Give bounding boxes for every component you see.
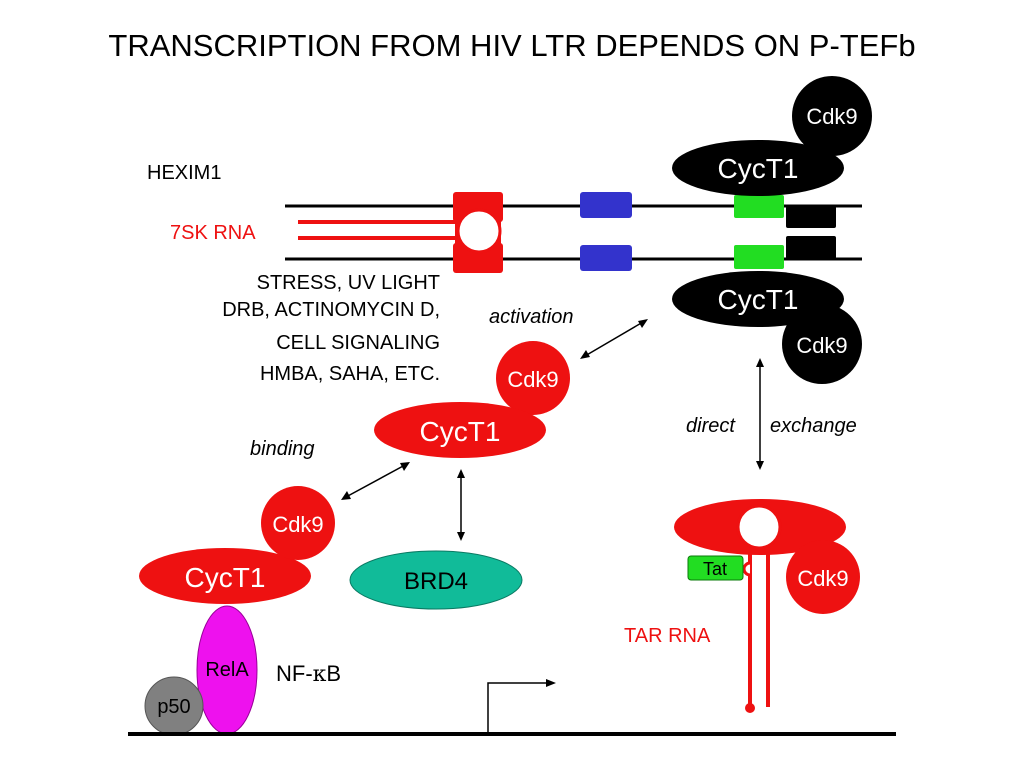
binding-arrow-head-start bbox=[341, 491, 351, 500]
rna7sk-loop bbox=[456, 208, 502, 254]
tss-arrow-shaft bbox=[487, 682, 550, 734]
brd4-arrow-head-top bbox=[457, 469, 465, 478]
cdk9-red-nfkb bbox=[261, 486, 335, 560]
cyct1-red-free bbox=[374, 402, 546, 458]
rela-label: RelA bbox=[205, 659, 249, 681]
tat-label: Tat bbox=[703, 559, 727, 579]
hexim1-green-block-bottom bbox=[734, 245, 784, 269]
cdk9-red-tar-label: Cdk9 bbox=[797, 566, 848, 591]
exchange-arrow-head-bottom bbox=[756, 461, 764, 470]
brd4-arrow-head-bottom bbox=[457, 532, 465, 541]
tar-rna-bulge bbox=[742, 561, 751, 577]
stress-line-1: STRESS, UV LIGHT bbox=[257, 272, 440, 294]
nfkb-label: NF-κB bbox=[276, 661, 341, 687]
rna7sk-label: 7SK RNA bbox=[170, 222, 256, 244]
cyct1-black-bottom bbox=[672, 271, 844, 327]
hexim1-label: HEXIM1 bbox=[147, 162, 221, 184]
cyct1-black-bottom-label: CycT1 bbox=[718, 284, 799, 315]
tat-box bbox=[687, 555, 744, 581]
brd4-label: BRD4 bbox=[404, 568, 468, 595]
cdk9-black-bottom-label: Cdk9 bbox=[796, 333, 847, 358]
cdk9-red-tar bbox=[786, 540, 860, 614]
cdk9-black-top bbox=[792, 76, 872, 156]
cdk9-red-nfkb-label: Cdk9 bbox=[272, 512, 323, 537]
cdk9-black-bottom bbox=[782, 304, 862, 384]
cdk9-black-top-label: Cdk9 bbox=[806, 104, 857, 129]
hexim1-blue-block-bottom bbox=[580, 245, 632, 271]
hexim1-blue-block-top bbox=[580, 192, 632, 218]
cyct1-black-top bbox=[672, 140, 844, 196]
cyct1-red-free-label: CycT1 bbox=[420, 416, 501, 447]
activation-arrow-head-end bbox=[638, 319, 648, 328]
cdk9-red-free bbox=[496, 341, 570, 415]
activation-label: activation bbox=[489, 306, 574, 328]
hexim1-black-block-bottom bbox=[786, 236, 836, 259]
page-title: TRANSCRIPTION FROM HIV LTR DEPENDS ON P-… bbox=[108, 28, 915, 63]
binding-arrow-head-end bbox=[400, 462, 410, 471]
activation-arrow-shaft bbox=[584, 321, 644, 357]
p50-label: p50 bbox=[157, 696, 190, 718]
stress-line-2: DRB, ACTINOMYCIN D, bbox=[222, 299, 440, 321]
stress-line-3: CELL SIGNALING bbox=[276, 332, 440, 354]
binding-label: binding bbox=[250, 438, 315, 460]
cyct1-red-nfkb-label: CycT1 bbox=[185, 562, 266, 593]
brd4-ellipse bbox=[349, 550, 523, 610]
tss-arrow-head bbox=[546, 679, 556, 687]
exchange-label: exchange bbox=[770, 415, 857, 437]
cdk9-red-free-label: Cdk9 bbox=[507, 367, 558, 392]
cyct1-black-top-label: CycT1 bbox=[718, 153, 799, 184]
direct-label: direct bbox=[686, 415, 736, 437]
binding-arrow-shaft bbox=[345, 464, 406, 498]
tar-rna-loop bbox=[736, 504, 782, 550]
exchange-arrow-head-top bbox=[756, 358, 764, 367]
stress-line-4: HMBA, SAHA, ETC. bbox=[260, 363, 440, 385]
tar-rna-end-dot bbox=[745, 703, 755, 713]
cyct1-red-nfkb bbox=[139, 548, 311, 604]
hexim1-black-block-top bbox=[786, 206, 836, 228]
tar-rna-label: TAR RNA bbox=[624, 625, 711, 647]
hexim1-green-block-top bbox=[734, 195, 784, 218]
activation-arrow-head-start bbox=[580, 350, 590, 359]
